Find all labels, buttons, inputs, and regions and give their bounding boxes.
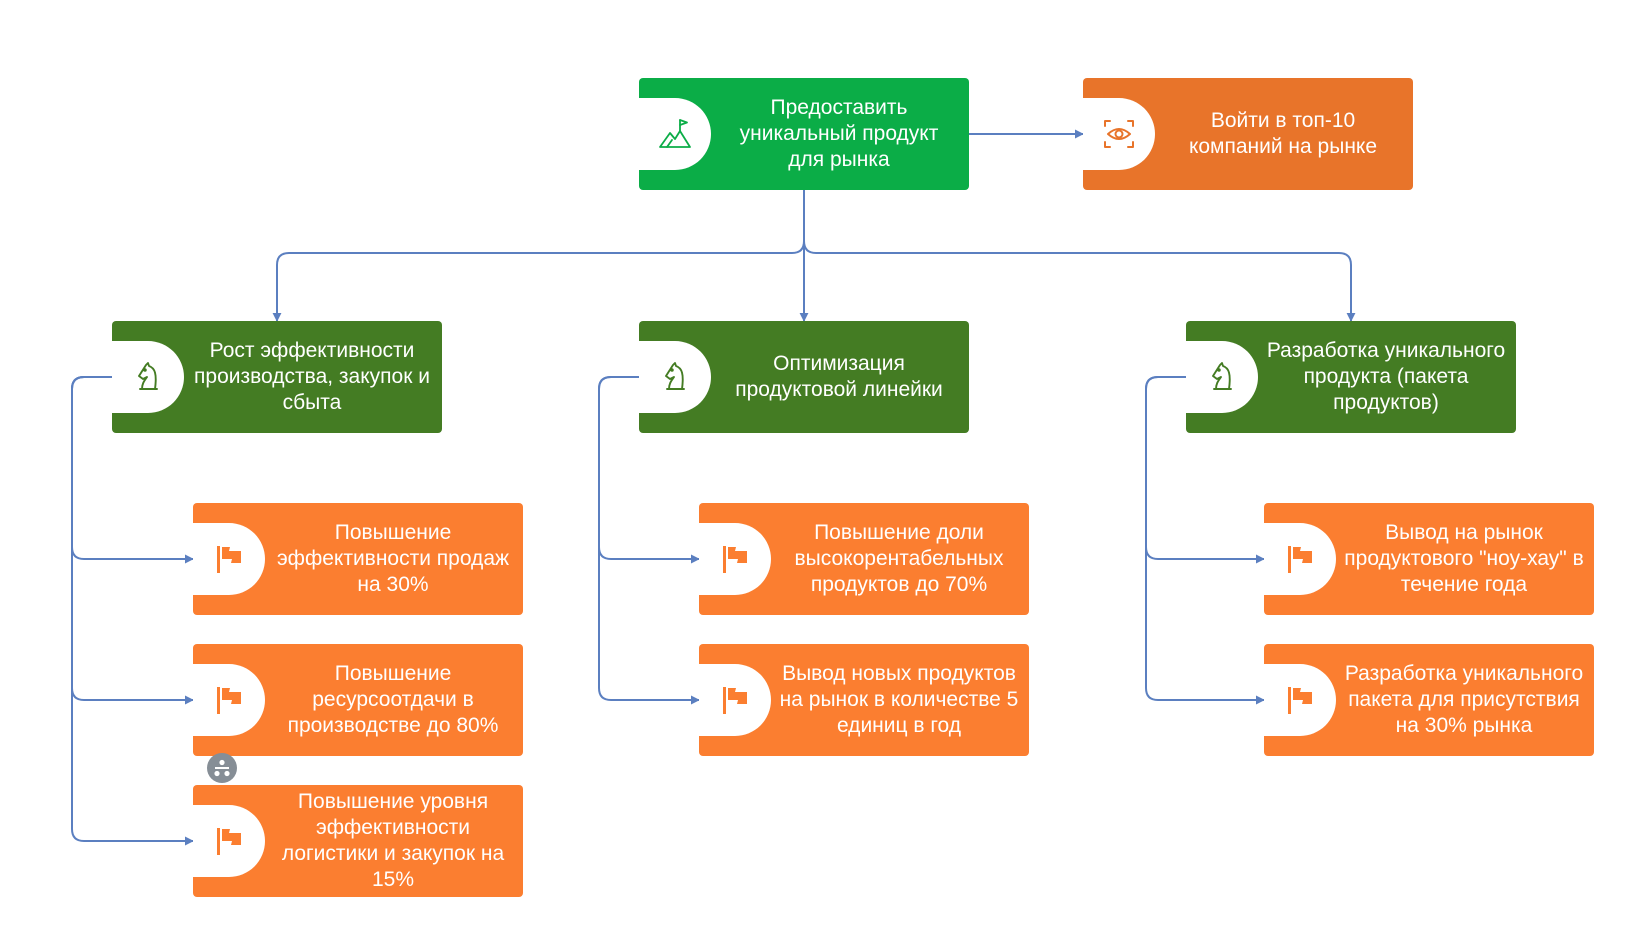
node-root-goal[interactable]: Предоставить уникальный продукт для рынк… bbox=[639, 78, 969, 190]
node-target-7-label: Разработка уникального пакета для присут… bbox=[1344, 662, 1584, 737]
node-strategy-1[interactable]: Рост эффективности производства, закупок… bbox=[112, 321, 442, 433]
flag-icon bbox=[723, 546, 747, 573]
node-strategy-3-label: Разработка уникального продукта (пакета … bbox=[1266, 339, 1506, 414]
node-strategy-2-label: Оптимизация продуктовой линейки bbox=[735, 352, 943, 401]
flag-icon bbox=[723, 687, 747, 714]
connector-root-s3 bbox=[803, 190, 1356, 322]
node-icon-cap bbox=[1186, 341, 1258, 413]
node-vision[interactable]: Войти в топ-10 компаний на рынке bbox=[1083, 78, 1413, 190]
flag-icon bbox=[217, 828, 241, 855]
node-target-7[interactable]: Разработка уникального пакета для присут… bbox=[1264, 644, 1594, 756]
collapse-branch-icon bbox=[214, 759, 230, 777]
node-icon-cap bbox=[699, 664, 771, 736]
flag-icon bbox=[217, 546, 241, 573]
node-target-3-label: Повышение уровня эффективности логистики… bbox=[281, 790, 505, 891]
node-icon-cap bbox=[112, 341, 184, 413]
node-icon-cap bbox=[699, 523, 771, 595]
node-icon-cap bbox=[639, 341, 711, 413]
connector-root-s1 bbox=[272, 190, 805, 322]
collapse-branch-button[interactable] bbox=[207, 753, 237, 783]
node-target-4[interactable]: Повышение доли высокорентабельных продук… bbox=[699, 503, 1029, 615]
connector-s1-t3 bbox=[71, 376, 194, 846]
node-target-6[interactable]: Вывод на рынок продуктового "ноу-хау" в … bbox=[1264, 503, 1594, 615]
eye-scan-icon bbox=[1104, 120, 1134, 148]
chess-knight-icon bbox=[138, 362, 158, 390]
node-target-6-label: Вывод на рынок продуктового "ноу-хау" в … bbox=[1344, 521, 1584, 596]
node-icon-cap bbox=[193, 523, 265, 595]
node-target-4-label: Повышение доли высокорентабельных продук… bbox=[794, 521, 1004, 596]
flag-icon bbox=[217, 687, 241, 714]
node-strategy-3[interactable]: Разработка уникального продукта (пакета … bbox=[1186, 321, 1516, 433]
node-vision-label: Войти в топ-10 компаний на рынке bbox=[1188, 109, 1378, 158]
node-strategy-1-label: Рост эффективности производства, закупок… bbox=[194, 339, 430, 414]
node-icon-cap bbox=[1264, 523, 1336, 595]
node-icon-cap bbox=[1264, 664, 1336, 736]
node-target-5[interactable]: Вывод новых продуктов на рынок в количес… bbox=[699, 644, 1029, 756]
node-target-5-label: Вывод новых продуктов на рынок в количес… bbox=[779, 662, 1019, 737]
flag-icon bbox=[1288, 546, 1312, 573]
node-target-2-label: Повышение ресурсоотдачи в производстве д… bbox=[287, 662, 499, 737]
node-icon-cap bbox=[639, 98, 711, 170]
flag-icon bbox=[1288, 687, 1312, 714]
chess-knight-icon bbox=[1212, 362, 1232, 390]
node-icon-cap bbox=[193, 805, 265, 877]
node-root-label: Предоставить уникальный продукт для рынк… bbox=[739, 96, 939, 171]
node-strategy-2[interactable]: Оптимизация продуктовой линейки bbox=[639, 321, 969, 433]
chess-knight-icon bbox=[665, 362, 685, 390]
node-target-2[interactable]: Повышение ресурсоотдачи в производстве д… bbox=[193, 644, 523, 756]
node-icon-cap bbox=[1083, 98, 1155, 170]
node-target-1-label: Повышение эффективности продаж на 30% bbox=[276, 521, 510, 596]
node-icon-cap bbox=[193, 664, 265, 736]
node-target-3[interactable]: Повышение уровня эффективности логистики… bbox=[193, 785, 523, 897]
mountain-flag-icon bbox=[659, 119, 691, 148]
node-target-1[interactable]: Повышение эффективности продаж на 30% bbox=[193, 503, 523, 615]
